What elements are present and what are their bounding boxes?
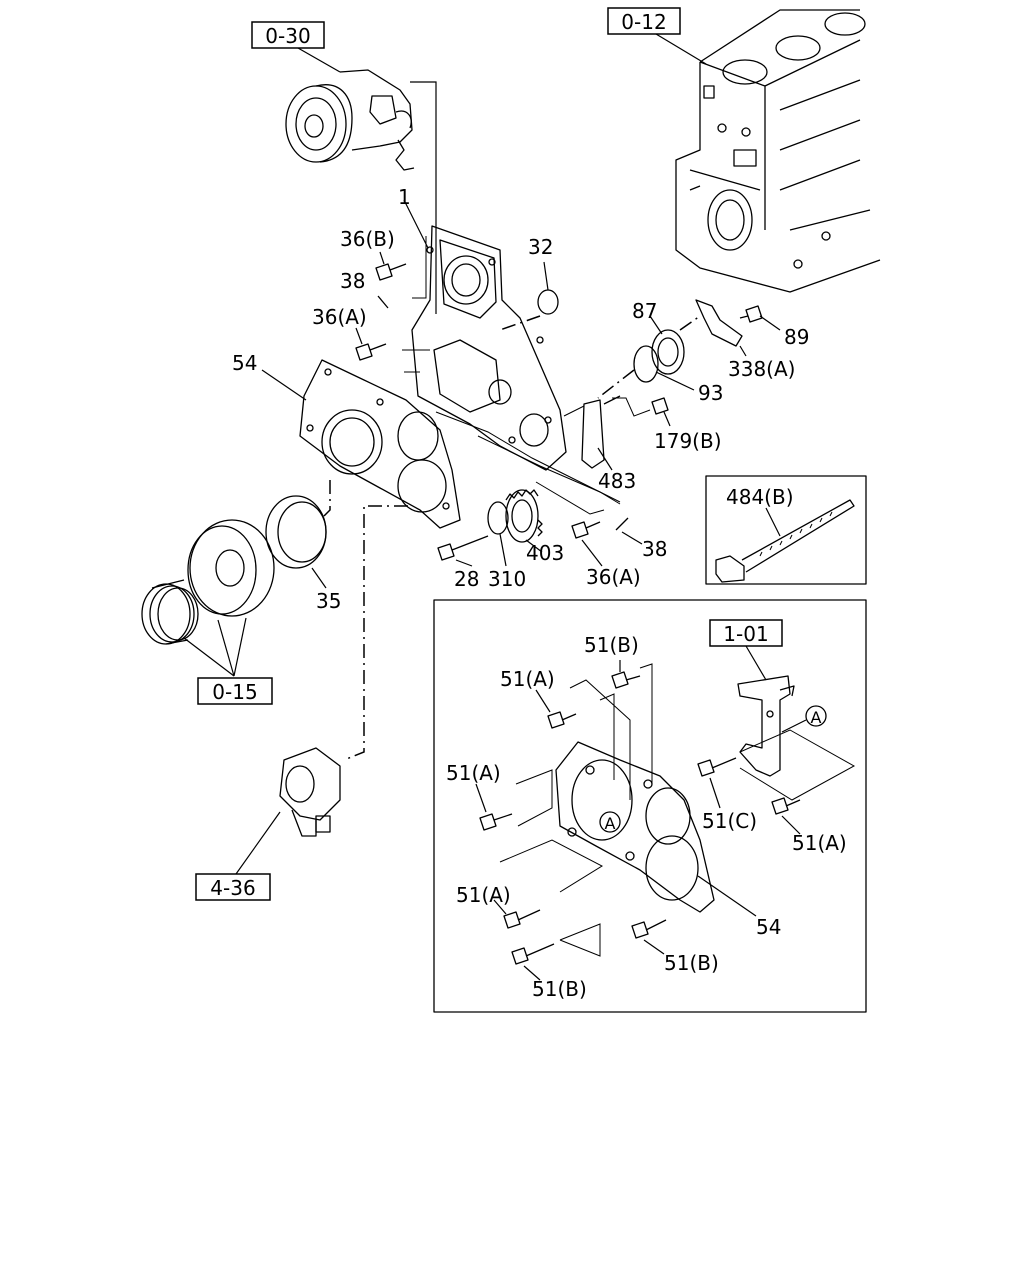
cable-tie-box [705,475,867,585]
label-detail-51b-bot: 51(B) [532,977,587,1001]
marker-a-upper [805,705,827,727]
svg-text:A: A [811,708,822,727]
detail-box: 1-01 A A [433,599,867,1013]
bracket-338a [679,299,781,357]
label-part-35: 35 [316,589,341,613]
label-part-38-lower: 38 [642,537,667,561]
pump-4-36 [235,747,341,875]
label-part-1: 1 [398,185,411,209]
seal-87 [649,315,685,375]
label-detail-51b-right: 51(B) [664,951,719,975]
ref-0-15-label: 0-15 [212,680,257,704]
bolt-28 [437,535,489,567]
label-part-338a: 338(A) [728,357,795,381]
o-ring-32 [499,261,559,331]
svg-text:A: A [605,814,616,833]
label-part-484b: 484(B) [726,485,794,509]
gear-403 [505,489,543,553]
label-part-54: 54 [232,351,257,375]
bolt-36b [375,251,407,281]
o-ring-93 [597,345,695,399]
label-detail-51a-1: 51(A) [500,667,555,691]
pin-38-upper [377,295,389,309]
label-part-403: 403 [526,541,564,565]
ref-box-0-12[interactable] [607,7,681,35]
ref-box-1-01[interactable] [709,619,783,647]
detail-panel [433,599,867,1013]
ref-box-0-30[interactable] [251,21,325,49]
ref-0-12-label: 0-12 [621,10,666,34]
label-part-89: 89 [784,325,809,349]
bolt-36a-upper [355,327,387,361]
label-part-38-upper: 38 [340,269,365,293]
label-detail-54: 54 [756,915,781,939]
ref-1-01-label: 1-01 [723,622,768,646]
label-part-36b: 36(B) [340,227,395,251]
water-pump-assembly: 0-30 [251,21,437,314]
label-part-36a-lower: 36(A) [586,565,641,589]
oil-seal-35 [265,495,327,589]
bracket-483 [563,395,671,471]
front-plate-1 [402,199,567,471]
label-detail-51a-right: 51(A) [792,831,847,855]
label-part-93: 93 [698,381,723,405]
label-part-36a-upper: 36(A) [312,305,367,329]
label-part-310: 310 [488,567,526,591]
detail-bolts [475,660,801,981]
cylinder-block: 0-12 [607,7,881,293]
ref-4-36-label: 4-36 [210,876,255,900]
label-part-87: 87 [632,299,657,323]
label-detail-51b-top: 51(B) [584,633,639,657]
pin-38-lower [615,517,643,545]
ref-box-0-15[interactable] [197,677,273,705]
ref-box-4-36[interactable] [195,873,271,901]
crank-pulley-assembly [141,519,275,677]
bolt-36a-lower [571,521,603,567]
ref-0-30-label: 0-30 [265,24,310,48]
label-part-32: 32 [528,235,553,259]
cable-tie-panel [705,475,867,585]
plate-310 [487,501,509,567]
label-detail-51c: 51(C) [702,809,757,833]
gasket-54 [261,359,461,529]
label-part-483: 483 [598,469,636,493]
label-part-28: 28 [454,567,479,591]
label-detail-51a-3: 51(A) [456,883,511,907]
label-part-179b: 179(B) [654,429,722,453]
marker-a-lower [599,811,621,833]
label-detail-51a-2: 51(A) [446,761,501,785]
